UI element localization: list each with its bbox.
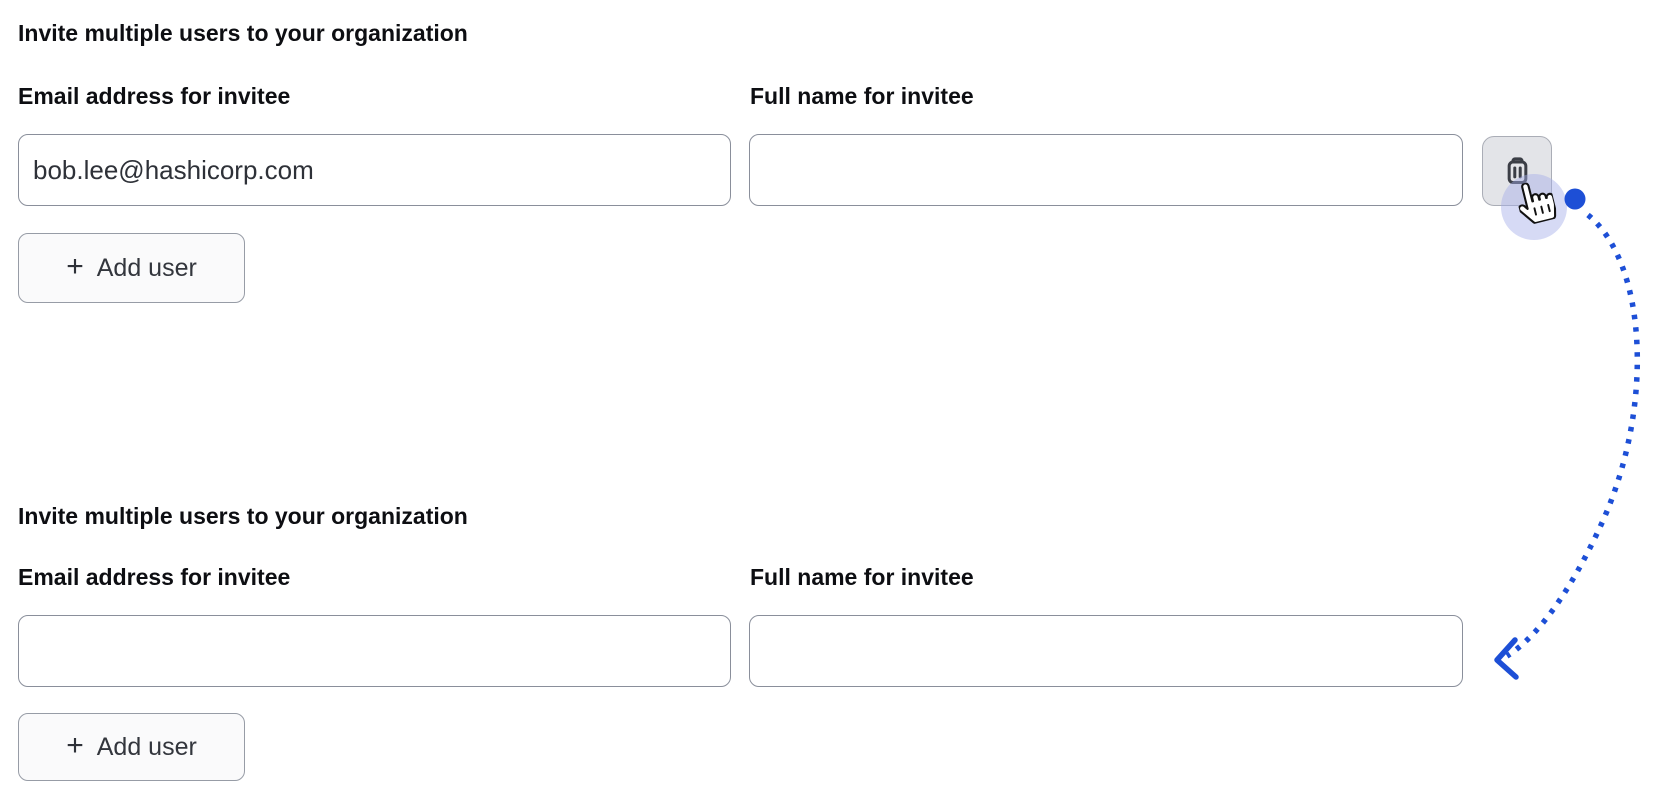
full-name-label: Full name for invitee bbox=[750, 564, 974, 590]
add-user-label: Add user bbox=[96, 253, 197, 282]
full-name-label: Full name for invitee bbox=[750, 83, 974, 109]
add-user-button[interactable]: + Add user bbox=[18, 233, 245, 303]
email-input[interactable] bbox=[18, 134, 731, 206]
add-user-label: Add user bbox=[96, 732, 197, 761]
email-input[interactable] bbox=[18, 615, 731, 687]
delete-row-button[interactable] bbox=[1482, 136, 1552, 206]
full-name-input[interactable] bbox=[749, 615, 1463, 687]
arrowhead bbox=[1494, 637, 1519, 680]
add-user-button[interactable]: + Add user bbox=[18, 713, 245, 781]
trash-icon bbox=[1502, 155, 1533, 188]
full-name-input[interactable] bbox=[749, 134, 1463, 206]
dotted-curve bbox=[1505, 212, 1640, 659]
email-label: Email address for invitee bbox=[18, 564, 291, 590]
section-heading: Invite multiple users to your organizati… bbox=[18, 503, 468, 529]
arrow-origin-dot bbox=[1564, 188, 1586, 210]
email-label: Email address for invitee bbox=[18, 83, 291, 109]
plus-icon: + bbox=[66, 249, 84, 283]
plus-icon: + bbox=[66, 728, 84, 762]
section-heading: Invite multiple users to your organizati… bbox=[18, 20, 468, 46]
